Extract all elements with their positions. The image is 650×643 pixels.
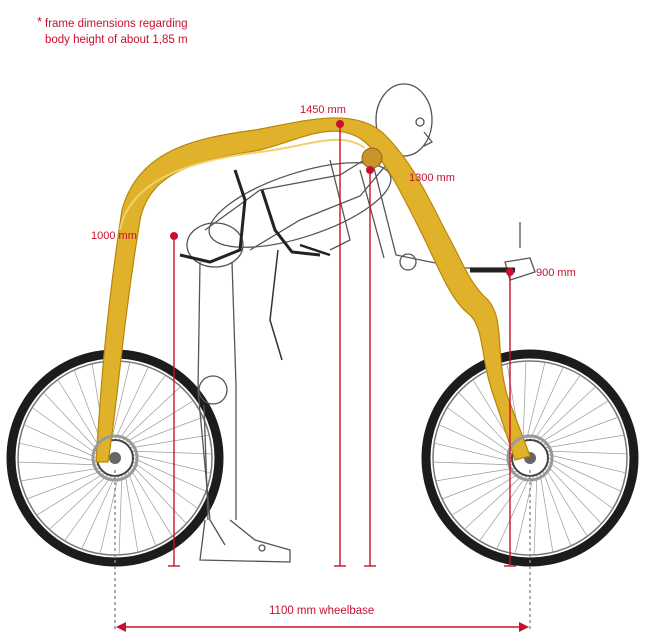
- spoke: [132, 454, 210, 474]
- spoke: [81, 475, 116, 549]
- spoke: [21, 467, 101, 482]
- spoke: [127, 470, 156, 546]
- spoke: [459, 392, 514, 452]
- spoke: [132, 457, 206, 492]
- spoke: [536, 387, 596, 442]
- spoke: [539, 401, 608, 444]
- point-900: [506, 268, 514, 276]
- spoke: [442, 470, 518, 499]
- spoke: [533, 474, 538, 554]
- spoke: [32, 407, 98, 455]
- label-1000: 1000 mm: [91, 230, 137, 242]
- spoke: [19, 461, 99, 466]
- spoke: [447, 407, 513, 455]
- label-1300: 1300 mm: [409, 172, 455, 184]
- spoke: [124, 401, 193, 444]
- spoke: [546, 464, 601, 524]
- spoke: [547, 457, 621, 492]
- spoke: [20, 442, 98, 462]
- point-1000: [170, 232, 178, 240]
- dimension-lines: [114, 124, 531, 632]
- spoke: [127, 417, 203, 446]
- spoke: [129, 434, 209, 449]
- spoke: [547, 461, 613, 509]
- point-1300: [366, 166, 374, 174]
- spoke: [479, 475, 527, 541]
- spoke: [49, 474, 109, 529]
- spoke: [121, 387, 181, 442]
- spoke: [544, 467, 587, 536]
- spoke: [464, 474, 524, 529]
- rear-disc: [91, 434, 139, 482]
- spoke: [434, 461, 514, 466]
- label-1450: 1450 mm: [300, 104, 346, 116]
- spoke: [37, 472, 106, 515]
- spoke: [111, 363, 131, 441]
- spoke: [114, 367, 149, 441]
- label-900: 900 mm: [536, 267, 576, 279]
- footnote-line-2: body height of about 1,85 m: [45, 34, 188, 46]
- spoke: [529, 367, 564, 441]
- spoke: [546, 450, 626, 455]
- spoke: [539, 472, 554, 552]
- spoke: [27, 470, 103, 499]
- spoke: [131, 450, 211, 455]
- footnote-marker: *: [37, 14, 43, 29]
- wheelbase-arrowheads: [116, 622, 529, 632]
- spoke: [533, 375, 581, 441]
- spoke: [44, 392, 99, 452]
- footnote-line-1: frame dimensions regarding: [45, 18, 188, 30]
- spoke: [547, 454, 625, 474]
- spoke: [64, 475, 112, 541]
- spoke: [452, 472, 521, 515]
- spoke: [496, 475, 531, 549]
- spoke: [24, 424, 98, 459]
- spoke: [118, 375, 166, 441]
- spoke: [439, 424, 513, 459]
- spoke: [522, 362, 527, 442]
- spoke: [131, 464, 186, 524]
- spoke: [542, 470, 571, 546]
- measure-points: [170, 120, 514, 276]
- spoke: [544, 434, 624, 449]
- rider-sketch: [179, 83, 536, 563]
- spoke: [526, 363, 546, 441]
- footnote: * frame dimensions regarding body height…: [37, 14, 188, 48]
- spoke: [58, 380, 101, 449]
- spoke: [132, 461, 198, 509]
- spoke: [436, 467, 516, 482]
- yellow-frame: [95, 117, 531, 463]
- spoke: [118, 474, 123, 554]
- spoke: [435, 442, 513, 462]
- front-disc: [506, 434, 554, 482]
- wheelbase-label: 1100 mm wheelbase: [265, 605, 379, 617]
- spoke: [129, 467, 172, 536]
- point-1450: [336, 120, 344, 128]
- spoke: [124, 472, 139, 552]
- spoke: [542, 417, 618, 446]
